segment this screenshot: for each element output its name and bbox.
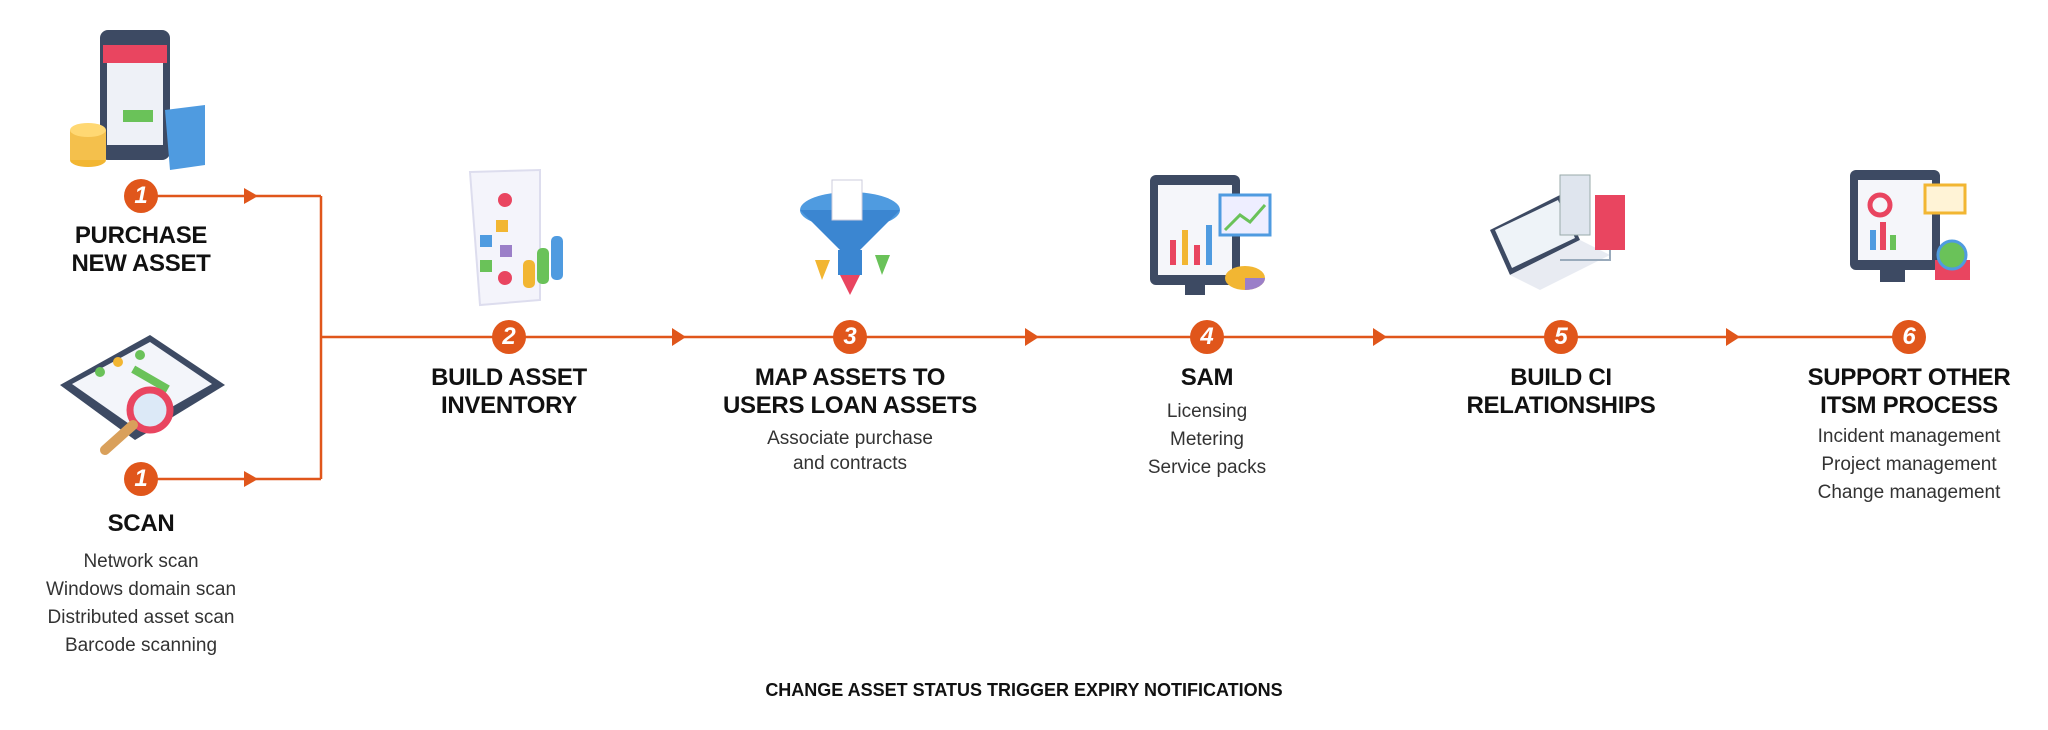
step-item: Incident management [1817, 426, 2001, 447]
step-item: Change management [1817, 482, 2001, 503]
step-title: ITSM PROCESS [1820, 392, 1998, 419]
step-item: Licensing [1166, 401, 1248, 422]
step-scan: SCAN Network scan Windows domain scan Di… [0, 510, 301, 660]
step-badge: 6 [1892, 320, 1926, 354]
step-badge: 2 [492, 320, 526, 354]
step-badge: 5 [1544, 320, 1578, 354]
arrow-head [1726, 328, 1740, 346]
step-build-asset-inventory: BUILD ASSET INVENTORY [349, 364, 669, 420]
step-badge: 1 [124, 179, 158, 213]
step-title: INVENTORY [441, 392, 577, 419]
monitor-globe-icon [1850, 170, 1970, 282]
step-title: SAM [1180, 364, 1234, 391]
scan-tablet-icon [60, 335, 225, 455]
step-badge: 1 [124, 462, 158, 496]
step-item: Project management [1821, 454, 1997, 475]
step-item: Service packs [1147, 457, 1267, 478]
step-title: RELATIONSHIPS [1466, 392, 1656, 419]
step-item: Windows domain scan [45, 579, 237, 600]
step-title: USERS LOAN ASSETS [722, 392, 978, 419]
funnel-icon [800, 179, 900, 295]
step-item: Barcode scanning [64, 635, 218, 656]
step-map-assets: MAP ASSETS TO USERS LOAN ASSETS Associat… [690, 364, 1010, 476]
arrow-head [1373, 328, 1387, 346]
step-sam: SAM Licensing Metering Service packs [1047, 364, 1367, 482]
step-title: MAP ASSETS TO [754, 364, 946, 391]
step-badge: 3 [833, 320, 867, 354]
step-title: NEW ASSET [71, 250, 211, 277]
step-title: SUPPORT OTHER [1807, 364, 2011, 391]
footer-caption: CHANGE ASSET STATUS TRIGGER EXPIRY NOTIF… [765, 680, 1283, 700]
arrow-head [1025, 328, 1039, 346]
step-item: Distributed asset scan [47, 607, 235, 628]
arrow-head [244, 471, 258, 487]
step-title: PURCHASE [74, 222, 208, 249]
monitor-analytics-icon [1150, 175, 1272, 295]
step-badge: 4 [1190, 320, 1224, 354]
step-item: Network scan [83, 551, 199, 572]
step-purchase-new-asset: PURCHASE NEW ASSET [0, 222, 301, 278]
inventory-chart-icon [468, 168, 563, 307]
arrow-head [672, 328, 686, 346]
step-title: BUILD ASSET [431, 364, 587, 391]
arrow-head [244, 188, 258, 204]
step-support-itsm: SUPPORT OTHER ITSM PROCESS Incident mana… [1749, 364, 2048, 507]
shopping-phone-icon [70, 30, 205, 170]
step-title: SCAN [107, 510, 175, 537]
step-item: Associate purchase [767, 428, 933, 449]
step-title: BUILD CI [1510, 364, 1612, 391]
step-item: Metering [1170, 429, 1244, 450]
laptop-server-icon [1490, 174, 1625, 290]
step-item: and contracts [792, 453, 908, 474]
step-build-ci-relationships: BUILD CI RELATIONSHIPS [1401, 364, 1721, 420]
